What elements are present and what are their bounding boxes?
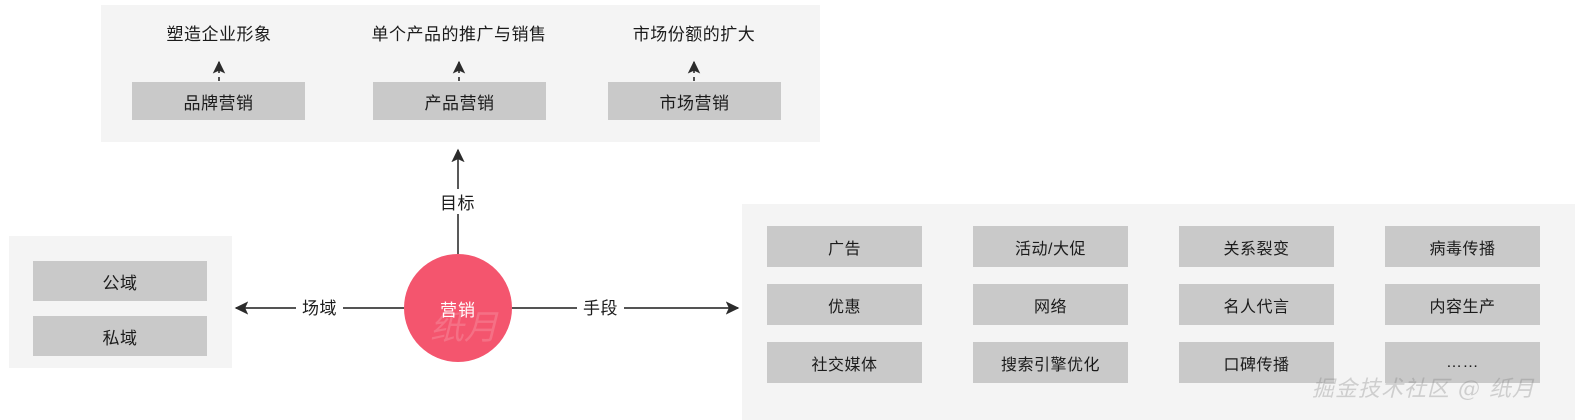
goal-box-product[interactable]: 产品营销 (373, 82, 546, 120)
watermark-soft: 纸月 (430, 308, 498, 348)
means-box-viral[interactable]: 病毒传播 (1385, 226, 1540, 267)
means-box-word-of-mouth[interactable]: 口碑传播 (1179, 342, 1334, 383)
means-box-relationship-fission[interactable]: 关系裂变 (1179, 226, 1334, 267)
means-box-campaign[interactable]: 活动/大促 (973, 226, 1128, 267)
hub-label: 营销 (440, 300, 476, 320)
field-box-public[interactable]: 公域 (33, 261, 207, 301)
goal-text-brand: 塑造企业形象 (166, 25, 272, 44)
watermark-attribution: 掘金技术社区 @ 纸月 (1312, 377, 1535, 402)
means-box-social-media[interactable]: 社交媒体 (767, 342, 922, 383)
goal-text-market: 市场份额的扩大 (632, 25, 756, 44)
hub-marketing[interactable]: 营销 (404, 254, 512, 362)
means-box-ad[interactable]: 广告 (767, 226, 922, 267)
means-box-ellipsis[interactable]: …… (1385, 342, 1540, 383)
edge-label-goal: 目标 (434, 189, 481, 214)
goal-box-market[interactable]: 市场营销 (608, 82, 781, 120)
means-box-content-production[interactable]: 内容生产 (1385, 284, 1540, 325)
means-box-network[interactable]: 网络 (973, 284, 1128, 325)
field-box-private[interactable]: 私域 (33, 316, 207, 356)
means-box-discount[interactable]: 优惠 (767, 284, 922, 325)
edge-label-field: 场域 (296, 294, 343, 319)
means-box-seo[interactable]: 搜索引擎优化 (973, 342, 1128, 383)
edge-label-means: 手段 (577, 294, 624, 319)
goal-box-brand[interactable]: 品牌营销 (132, 82, 305, 120)
goal-text-product: 单个产品的推广与销售 (371, 25, 547, 44)
means-box-celebrity-endorsement[interactable]: 名人代言 (1179, 284, 1334, 325)
